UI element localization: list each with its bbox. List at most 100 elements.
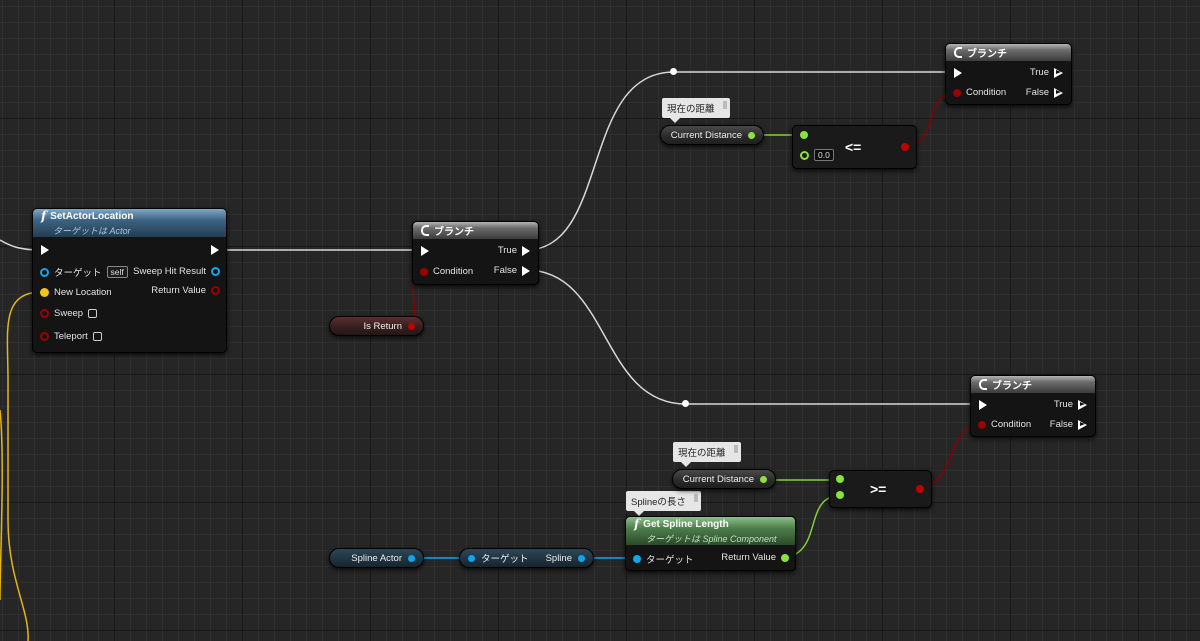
sweep-pin[interactable]: Sweep (40, 308, 98, 319)
float-pin-icon (748, 131, 755, 139)
comment-bubble[interactable]: Splineの長さ (626, 491, 701, 516)
comment-bubble[interactable]: 現在の距離 (662, 98, 730, 123)
branch-node-bottom[interactable]: ブランチ True Condition False (970, 375, 1096, 437)
exec-in-pin[interactable] (954, 68, 962, 78)
spline-actor-variable-node[interactable]: Spline Actor (329, 548, 424, 568)
false-pin[interactable]: False (1026, 87, 1063, 98)
exec-in-icon (954, 68, 962, 78)
current-distance-variable-node[interactable]: Current Distance (672, 469, 776, 489)
input-b-pin[interactable] (836, 491, 844, 499)
true-pin[interactable]: True (1054, 399, 1087, 410)
object-pin-icon (633, 555, 641, 563)
node-title: ブランチ (967, 49, 1007, 60)
exec-out-icon (1078, 419, 1087, 430)
comment-bubble[interactable]: 現在の距離 (673, 442, 741, 467)
branch-icon (421, 225, 429, 236)
return-value-pin[interactable]: Return Value (721, 552, 789, 563)
return-value-label: Return Value (721, 552, 776, 563)
input-a-pin[interactable] (836, 475, 844, 483)
exec-out-pin[interactable] (211, 245, 219, 255)
return-value-label: Return Value (151, 285, 206, 296)
exec-in-pin[interactable] (41, 245, 49, 255)
bool-pin-icon (408, 322, 415, 330)
teleport-label: Teleport (54, 331, 88, 342)
input-a-pin[interactable] (800, 131, 808, 139)
node-header: ブランチ (413, 222, 538, 239)
operator-label: <= (845, 139, 862, 155)
false-label: False (493, 265, 517, 276)
condition-pin[interactable]: Condition (420, 266, 473, 277)
branch-icon (979, 379, 987, 390)
target-pin[interactable]: ターゲット self (40, 265, 128, 279)
node-subtitle: ターゲットは Actor (53, 226, 131, 236)
bool-pin-icon (40, 309, 49, 318)
node-title: SetActorLocation (50, 210, 134, 222)
output-pin[interactable] (901, 143, 909, 151)
true-pin[interactable]: True (498, 245, 530, 256)
bool-pin-icon (901, 143, 909, 151)
exec-in-icon (979, 400, 987, 410)
false-pin[interactable]: False (494, 265, 530, 276)
teleport-pin[interactable]: Teleport (40, 331, 102, 342)
node-title: ブランチ (434, 227, 474, 238)
sweep-hit-label: Sweep Hit Result (133, 266, 206, 277)
exec-in-pin[interactable] (421, 246, 429, 256)
node-subtitle: ターゲットは Spline Component (646, 534, 777, 544)
false-pin[interactable]: False (1050, 419, 1087, 430)
teleport-checkbox[interactable] (92, 332, 102, 341)
function-icon: f (634, 517, 640, 531)
is-return-variable-node[interactable]: Is Return (329, 316, 424, 336)
bool-pin-icon (420, 267, 428, 276)
condition-pin[interactable]: Condition (978, 419, 1031, 430)
bool-pin-icon (211, 286, 220, 295)
target-pin[interactable]: ターゲット (633, 552, 694, 566)
sweep-hit-result-pin[interactable]: Sweep Hit Result (133, 266, 220, 277)
return-value-pin[interactable]: Return Value (151, 285, 220, 296)
branch-node-top[interactable]: ブランチ True Condition False (945, 43, 1072, 105)
exec-in-pin[interactable] (979, 400, 987, 410)
float-pin-icon (800, 131, 808, 139)
function-icon: f (41, 209, 47, 223)
float-pin-icon (781, 553, 789, 562)
target-label: ターゲット (481, 554, 529, 565)
exec-in-icon (421, 246, 429, 256)
input-b-pin[interactable]: 0.0 (800, 149, 834, 161)
vector-wire-left-edge (0, 409, 3, 601)
new-location-label: New Location (54, 287, 112, 298)
object-pin-icon (40, 267, 49, 277)
true-label: True (1053, 399, 1073, 410)
operator-label: >= (870, 481, 887, 497)
sweep-checkbox[interactable] (88, 309, 98, 318)
reroute-node-bottom[interactable] (682, 400, 689, 407)
pin-icon (693, 494, 698, 502)
exec-in-icon (41, 245, 49, 255)
branch-node-main[interactable]: ブランチ True Condition False (412, 221, 539, 285)
greater-equal-node[interactable]: >= (829, 470, 932, 508)
condition-pin[interactable]: Condition (953, 87, 1006, 98)
get-spline-property-node[interactable]: ターゲット Spline (459, 548, 594, 568)
exec-out-icon (1054, 87, 1063, 98)
branch-icon (954, 47, 962, 58)
output-label: Spline (545, 552, 572, 564)
true-pin[interactable]: True (1030, 67, 1063, 78)
current-distance-variable-node[interactable]: Current Distance (660, 125, 764, 145)
float-pin-icon (836, 491, 844, 499)
variable-label: Is Return (363, 320, 402, 332)
output-pin[interactable] (916, 485, 924, 493)
node-header: ブランチ (946, 44, 1071, 61)
new-location-pin[interactable]: New Location (40, 287, 112, 298)
default-value-field[interactable]: 0.0 (814, 149, 834, 161)
comment-text: 現在の距離 (667, 104, 715, 115)
pin-icon (733, 445, 738, 453)
less-equal-node[interactable]: 0.0 <= (792, 125, 917, 169)
target-label: ターゲット (646, 555, 694, 566)
float-pin-icon (800, 150, 809, 160)
reroute-node-top[interactable] (670, 68, 677, 75)
condition-label: Condition (991, 419, 1032, 430)
comment-text: Splineの長さ (631, 497, 686, 508)
object-pin-icon (468, 554, 475, 562)
exec-out-icon (1054, 67, 1063, 78)
